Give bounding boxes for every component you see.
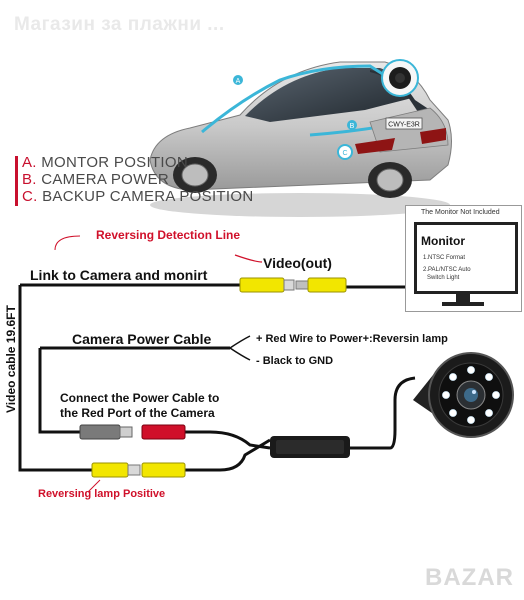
monitor-box: The Monitor Not Included Monitor 1.NTSC …	[405, 205, 522, 312]
marker-c: C	[342, 150, 347, 157]
legend-text: MONTOR POSITION	[41, 154, 188, 171]
connect-power-label-line1: Connect the Power Cable to	[60, 391, 220, 405]
black-gnd-label: - Black to GND	[256, 355, 334, 367]
shop-watermark: Магазин за плажни ...	[14, 14, 225, 35]
legend-item-b: B. CAMERA POWER	[22, 171, 169, 188]
bazar-watermark: BAZAR	[425, 564, 514, 591]
marker-a: A	[236, 78, 241, 85]
video-out-label: Video(out)	[263, 255, 332, 271]
camera-power-label: Camera Power Cable	[72, 331, 212, 347]
monitor-screen: Monitor 1.NTSC Format 2.PAL/NTSC Auto Sw…	[414, 222, 518, 294]
monitor-base	[442, 302, 484, 306]
legend-accent-bar	[15, 156, 18, 206]
legend-letter: A.	[22, 154, 37, 171]
legend-item-c: C. BACKUP CAMERA POSITION	[22, 188, 253, 205]
legend-text: BACKUP CAMERA POSITION	[42, 188, 254, 205]
link-camera-label: Link to Camera and monirt	[30, 267, 208, 283]
legend-text: CAMERA POWER	[41, 171, 170, 188]
monitor-stand	[456, 294, 470, 302]
car-illustration: CWY-E3R A B C	[149, 59, 452, 217]
red-wire-label: + Red Wire to Power+:Reversin lamp	[256, 333, 448, 345]
monitor-title: Monitor	[421, 234, 465, 248]
monitor-spec-2b: Switch Light	[427, 275, 460, 281]
legend-item-a: A. MONTOR POSITION	[22, 154, 188, 171]
marker-b: B	[350, 123, 355, 130]
legend-letter: C.	[22, 188, 38, 205]
video-cable-length-label: Video cable 19.6FT	[4, 305, 18, 413]
monitor-spec-2a: 2.PAL/NTSC Auto	[423, 267, 471, 273]
legend-letter: B.	[22, 171, 37, 188]
monitor-note: The Monitor Not Included	[421, 209, 500, 216]
reversing-detection-label: Reversing Detection Line	[96, 228, 241, 242]
connect-power-label-line2: the Red Port of the Camera	[60, 406, 215, 420]
monitor-spec-1: 1.NTSC Format	[423, 255, 466, 261]
backup-camera-icon	[413, 352, 514, 438]
license-plate: CWY-E3R	[388, 122, 420, 129]
reversing-lamp-label: Reversing lamp Positive	[38, 488, 166, 500]
